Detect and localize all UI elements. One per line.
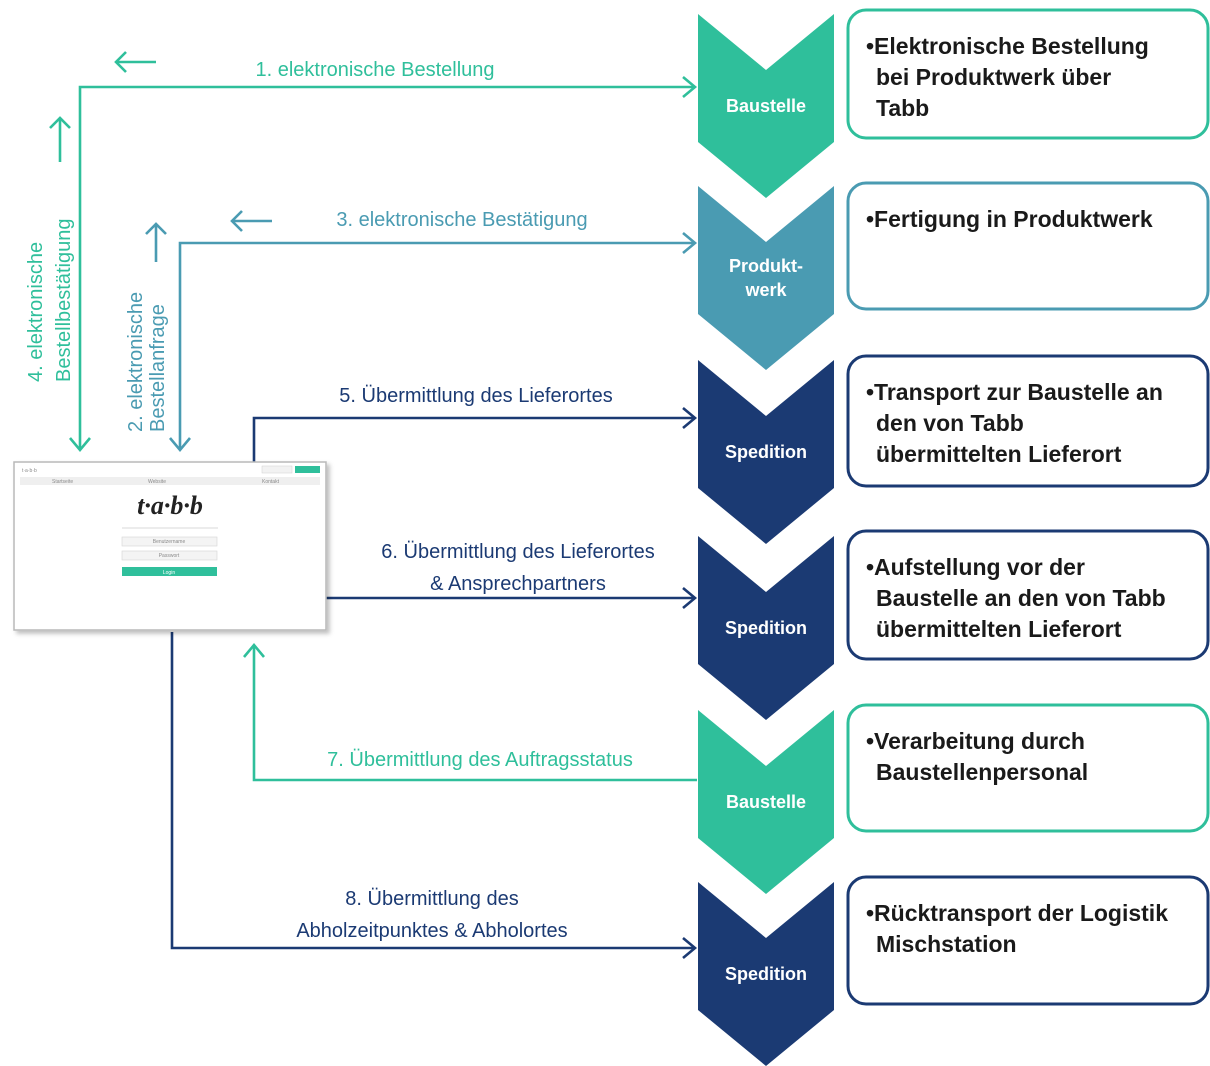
screenshot-nav-2: Website (148, 479, 166, 485)
stage-label-2-line2: werk (744, 280, 787, 300)
screenshot-nav-1: Startseite (52, 479, 73, 485)
stage-chevron-3 (698, 360, 834, 544)
stage-description-box-1 (846, 8, 1210, 140)
screenshot-brand: t·a·b·b (22, 468, 37, 474)
flow-label-3: 3. elektronische Bestätigung (336, 209, 587, 231)
flow-line-7 (252, 645, 697, 782)
flow-line-2-arrowhead-down (169, 437, 191, 453)
stage-description-box-6 (846, 875, 1210, 1006)
screenshot-input-2-placeholder: Passwort (159, 553, 180, 559)
flow-arrow-up-2-head (145, 222, 167, 235)
stage-description-4-line3: übermittelten Lieferort (876, 616, 1122, 642)
flow-line-5 (252, 416, 695, 462)
screenshot-header-button (295, 466, 320, 473)
stage-description-3-line2: den von Tabb (876, 410, 1024, 436)
stage-description-1-line2: bei Produktwerk über (876, 64, 1111, 90)
flow-label-2-line1: 2. elektronische (125, 292, 147, 432)
stage-2: Produkt-werk •Fertigung in Produktwerk (698, 181, 1210, 370)
stage-chevron-5 (698, 710, 834, 894)
flow-line-5-arrowhead (682, 407, 698, 429)
stage-label-3: Spedition (725, 442, 807, 462)
process-stages: Baustelle •Elektronische Bestellung bei Pr… (698, 8, 1210, 1066)
stage-5: Baustelle •Verarbeitung durchBaustellenpe… (698, 703, 1210, 894)
screenshot-login-label: Login (163, 570, 175, 576)
stage-description-6-line1: •Rücktransport der Logistik (866, 900, 1168, 926)
stage-6: Spedition •Rücktransport der LogistikMisc… (698, 875, 1210, 1066)
stage-description-3-line3: übermittelten Lieferort (876, 441, 1122, 467)
stage-1: Baustelle •Elektronische Bestellung bei Pr… (698, 8, 1210, 198)
stage-description-5-line2: Baustellenpersonal (876, 759, 1088, 785)
flow-label-2-line2: Bestellanfrage (147, 304, 169, 432)
flow-label-4-line2: Bestellbestätigung (53, 219, 75, 382)
stage-description-5-line1: •Verarbeitung durch (866, 728, 1085, 754)
stage-description-4-line1: •Aufstellung vor der (866, 554, 1085, 580)
stage-description-1-line3: Tabb (876, 95, 929, 121)
stage-description-2-line1: •Fertigung in Produktwerk (866, 206, 1153, 232)
stage-description-box-5 (846, 703, 1210, 833)
stage-description-1-line1: •Elektronische Bestellung (866, 33, 1149, 59)
stage-3: Spedition •Transport zur Baustelle an den … (698, 354, 1210, 544)
flow-label-2: 2. elektronische Bestellanfrage (125, 292, 169, 432)
flow-label-6-line2: & Ansprechpartners (430, 573, 606, 595)
screenshot-nav-3: Kontakt (262, 479, 280, 485)
screenshot-input-2 (121, 550, 218, 561)
stage-description-6-line2: Mischstation (876, 931, 1017, 957)
flow-arrow-up-4-head (49, 116, 71, 129)
screenshot-input-1 (121, 536, 218, 547)
stage-label-1: Baustelle (726, 96, 806, 116)
flow-line-7-arrowhead (243, 642, 265, 658)
stage-description-3-line1: •Transport zur Baustelle an (866, 379, 1163, 405)
flow-line-8 (170, 632, 695, 950)
flow-labels: 1. elektronische Bestellung 3. elektroni… (25, 59, 655, 942)
stage-label-5: Baustelle (726, 792, 806, 812)
screenshot-input-1-placeholder: Benutzername (153, 539, 186, 545)
flow-arrow-left-3-head (230, 210, 243, 232)
flow-label-6-line1: 6. Übermittlung des Lieferortes (381, 541, 654, 563)
flow-line-3 (178, 241, 695, 450)
stage-description-box-3 (846, 354, 1210, 488)
screenshot-header-field (261, 465, 293, 474)
stage-description-box-4 (846, 529, 1210, 661)
flow-label-7: 7. Übermittlung des Auftragsstatus (327, 749, 633, 771)
flow-line-4-arrowhead-down (69, 437, 91, 453)
screenshot-logo: t·a·b·b (137, 491, 203, 520)
flow-line-1-arrowhead (682, 76, 698, 98)
flow-label-1: 1. elektronische Bestellung (255, 59, 494, 81)
screenshot-login-button (122, 567, 217, 576)
stage-chevron-6 (698, 882, 834, 1066)
flow-line-6-arrowhead (682, 587, 698, 609)
stage-chevron-2 (698, 186, 834, 370)
tabb-screenshot-content: t·a·b·b Startseite Website Kontakt t·a·b… (20, 465, 320, 576)
flow-label-8-line1: 8. Übermittlung des (345, 888, 518, 910)
stage-description-4-line2: Baustelle an den von Tabb (876, 585, 1166, 611)
flow-label-5: 5. Übermittlung des Lieferortes (339, 385, 612, 407)
flow-line-1 (78, 85, 695, 450)
stage-chevron-4 (698, 536, 834, 720)
flow-label-4: 4. elektronische Bestellbestätigung (25, 219, 75, 382)
flow-arrow-left-1-head (114, 51, 127, 73)
stage-description-box-2 (846, 181, 1210, 311)
stage-label-6: Spedition (725, 964, 807, 984)
flow-line-8-arrowhead (682, 937, 698, 959)
stage-label-4: Spedition (725, 618, 807, 638)
flow-label-8-line2: Abholzeitpunktes & Abholortes (296, 920, 567, 942)
stage-label-2-line1: Produkt- (729, 256, 803, 276)
flow-line-3-arrowhead (682, 232, 698, 254)
screenshot-navbar (20, 477, 320, 485)
stage-chevron-1 (698, 14, 834, 198)
information-flows (49, 51, 698, 959)
flow-label-4-line1: 4. elektronische (25, 242, 47, 382)
